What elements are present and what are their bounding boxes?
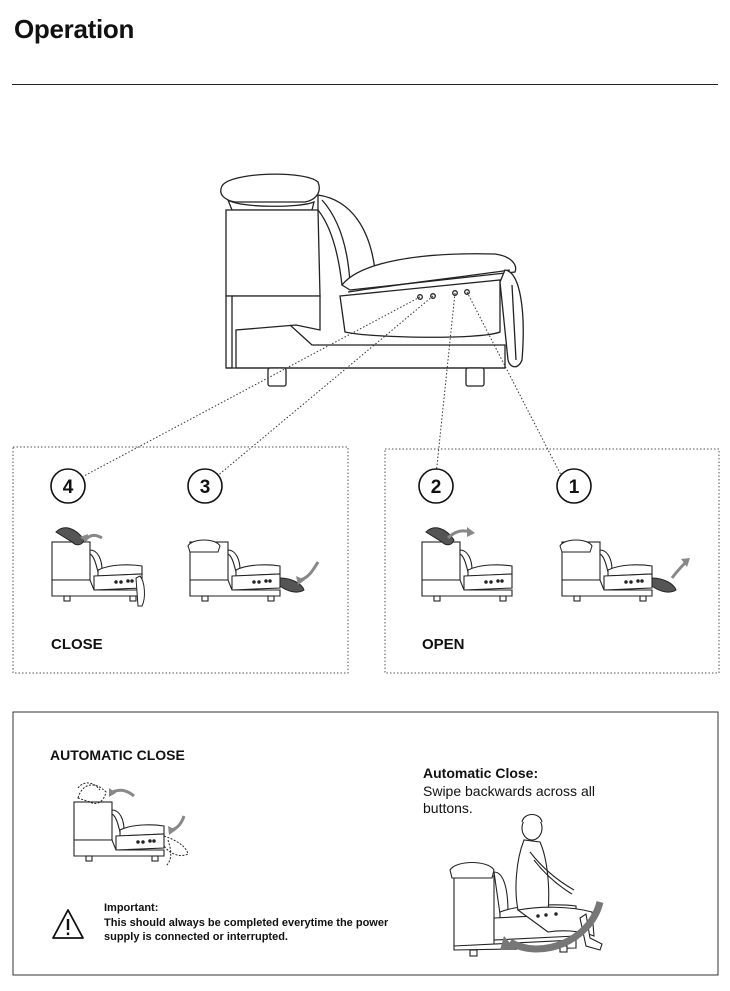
automatic-close-heading: AUTOMATIC CLOSE [50,747,185,763]
step-1-illustration [559,539,690,602]
sofa-main-illustration [220,173,524,387]
person-swipe-illustration [449,813,604,957]
step-3-badge: 3 [187,468,223,504]
important-title: Important: [104,902,159,914]
important-text: This should always be completed everytim… [104,917,389,943]
step-4-badge: 4 [50,468,86,504]
step-2-label: 2 [431,477,442,498]
step-3-label: 3 [200,477,211,498]
open-label: OPEN [422,636,465,653]
close-label: CLOSE [51,636,103,653]
step-3-illustration [187,539,320,602]
automatic-close-frame [12,711,719,976]
open-panel-frame [384,448,720,674]
step-2-illustration [421,527,513,602]
step-1-label: 1 [569,477,580,498]
auto-close-sofa-illustration [73,782,189,867]
page-title: Operation [14,14,135,44]
step-4-illustration [51,527,145,607]
step-2-badge: 2 [418,468,454,504]
close-panel-frame [12,446,349,674]
warning-triangle-icon [52,909,84,939]
automatic-close-title: Automatic Close: [423,765,539,781]
step-1-badge: 1 [556,468,592,504]
title-divider [12,84,718,85]
step-4-label: 4 [63,477,74,498]
automatic-close-description: Swipe backwards across all buttons. [423,783,595,816]
